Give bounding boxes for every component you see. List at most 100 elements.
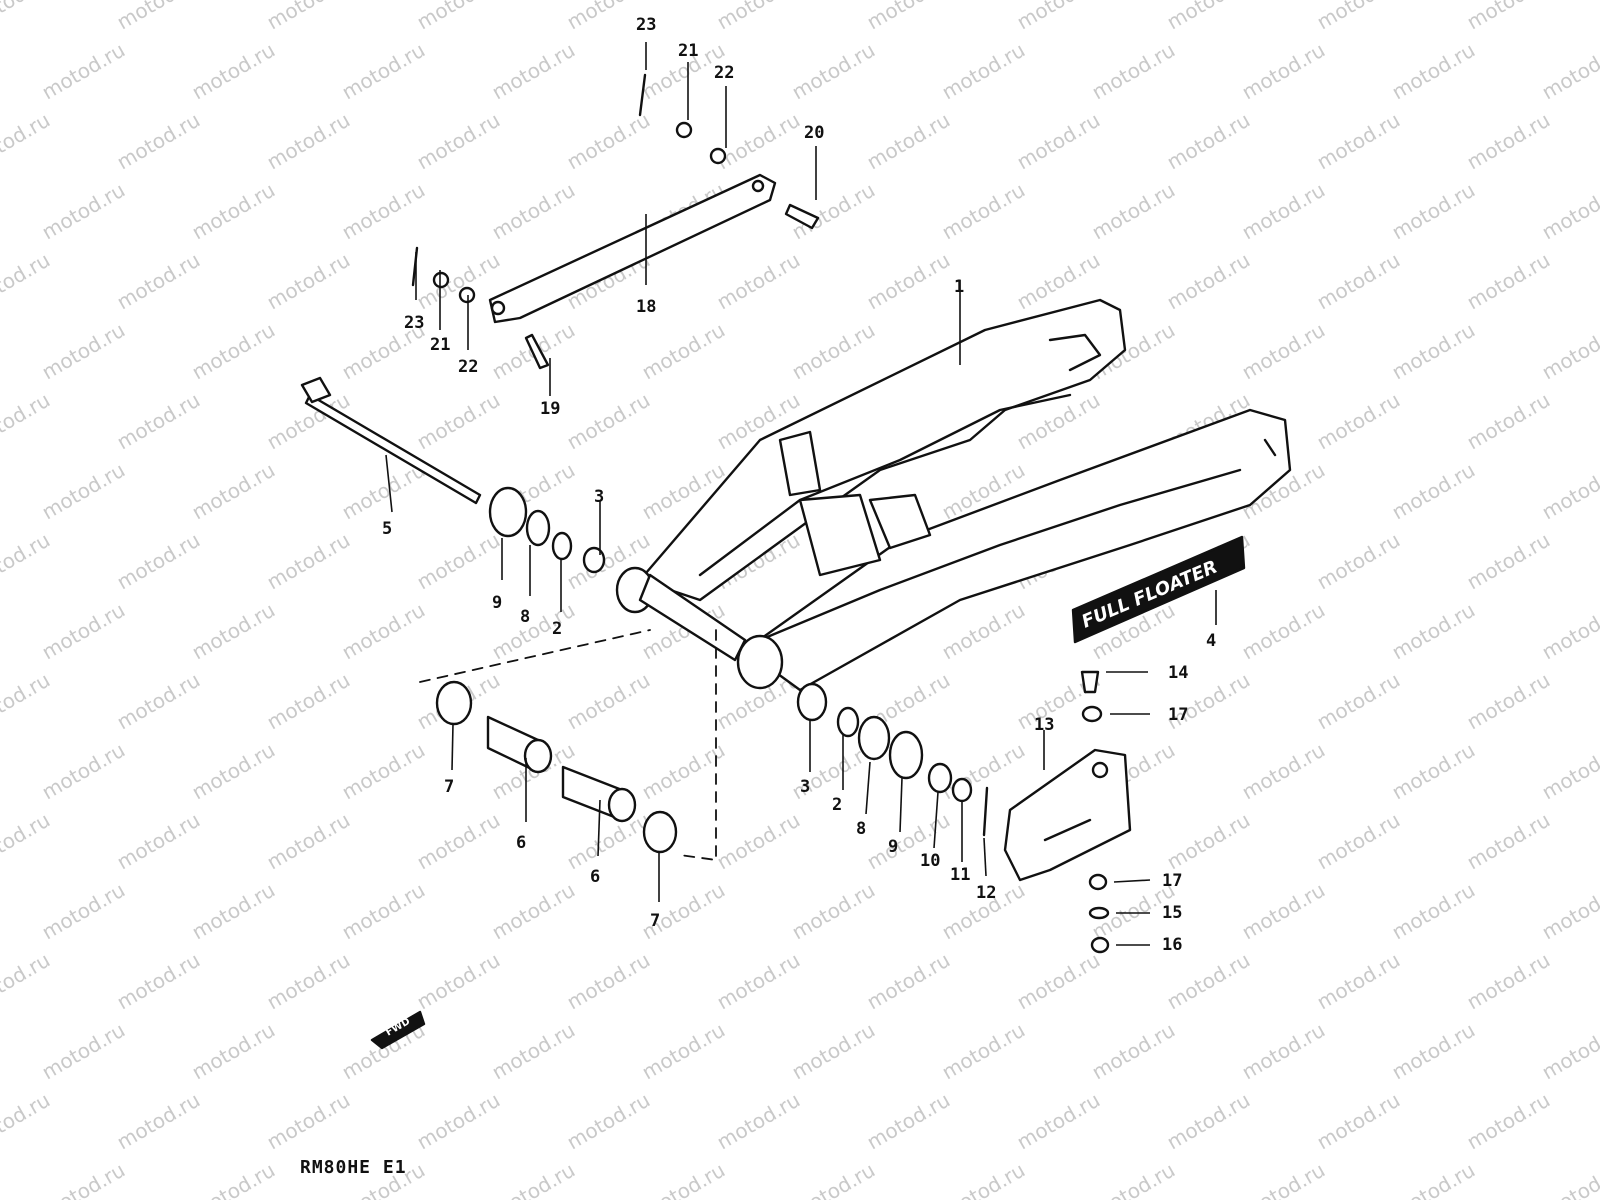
washer-8: [525, 509, 551, 547]
watermark-text: motod.ru: [488, 1158, 579, 1200]
diagram-caption: RM80HE E1: [300, 1157, 407, 1178]
nut-16: [1090, 936, 1110, 954]
washer-8b: [857, 715, 891, 761]
watermark-text: motod.ru: [1238, 1158, 1329, 1200]
watermark-text: motod.ru: [788, 878, 879, 945]
watermark-text: motod.ru: [0, 808, 54, 875]
watermark-text: motod.ru: [563, 668, 654, 735]
nut-21b: [432, 271, 450, 289]
watermark-text: motod.ru: [938, 1158, 1029, 1200]
cotter-pin-12: [982, 786, 989, 837]
watermark-text: motod.ru: [113, 388, 204, 455]
watermark-text: motod.ru: [713, 808, 804, 875]
callout-label: 14: [1168, 663, 1188, 683]
watermark-text: motod.ru: [188, 1158, 279, 1200]
watermark-text: motod.ru: [1538, 1018, 1600, 1085]
callout-label: 3: [594, 487, 604, 507]
watermark-text: motod.ru: [1463, 248, 1554, 315]
callout-label: 23: [636, 15, 656, 35]
watermark-text: motod.ru: [38, 178, 129, 245]
callout-label: 3: [800, 777, 810, 797]
watermark-text: motod.ru: [1538, 458, 1600, 525]
callout-label: 7: [650, 911, 660, 931]
watermark-text: motod.ru: [0, 1088, 54, 1155]
callout-label: 6: [516, 833, 526, 853]
watermark-text: motod.ru: [488, 878, 579, 945]
callout-label: 5: [382, 519, 392, 539]
fwd-arrow-icon: [370, 1010, 426, 1050]
callout-label: 17: [1168, 705, 1188, 725]
watermark-text: motod.ru: [1238, 1018, 1329, 1085]
watermark-text: motod.ru: [1388, 738, 1479, 805]
circlip-2: [551, 531, 573, 561]
watermark-text: motod.ru: [1463, 948, 1554, 1015]
callout-label: 8: [856, 819, 866, 839]
dust-seal-9b: [888, 730, 924, 780]
watermark-text: motod.ru: [1163, 948, 1254, 1015]
spacer-7b: [642, 810, 678, 854]
bolt-20: [784, 203, 820, 230]
watermark-text: motod.ru: [563, 388, 654, 455]
leader-lines: [385, 42, 1217, 946]
watermark-text: motod.ru: [1163, 808, 1254, 875]
watermark-text: motod.ru: [788, 318, 879, 385]
watermark-text: motod.ru: [1463, 528, 1554, 595]
callout-label: 6: [590, 867, 600, 887]
circlip-2b: [836, 706, 860, 738]
callout-label: 20: [804, 123, 824, 143]
pivot-bridge: [638, 573, 747, 662]
watermark-text: motod.ru: [0, 248, 54, 315]
callout-label: 22: [714, 63, 734, 83]
callout-label: 22: [458, 357, 478, 377]
watermark-text: motod.ru: [413, 108, 504, 175]
watermark-text: motod.ru: [38, 598, 129, 665]
watermark-text: motod.ru: [188, 598, 279, 665]
watermark-text: motod.ru: [188, 1018, 279, 1085]
callout-label: 7: [444, 777, 454, 797]
watermark-text: motod.ru: [1388, 1018, 1479, 1085]
watermark-text: motod.ru: [113, 808, 204, 875]
watermark-text: motod.ru: [188, 318, 279, 385]
watermark-text: motod.ru: [113, 108, 204, 175]
callout-label: 10: [920, 851, 940, 871]
watermark-text: motod.ru: [263, 948, 354, 1015]
watermark-text: motod.ru: [1163, 0, 1254, 34]
watermark-text: motod.ru: [1388, 458, 1479, 525]
callout-label: 8: [520, 607, 530, 627]
watermark-text: motod.ru: [1538, 38, 1600, 105]
dust-seal-9: [488, 486, 528, 538]
callout-label: 19: [540, 399, 560, 419]
chain-slider-13: [1003, 748, 1132, 882]
assembly-guide-lines: [419, 629, 717, 861]
watermark-text: motod.ru: [0, 528, 54, 595]
watermark-text: motod.ru: [1388, 318, 1479, 385]
watermark-text: motod.ru: [563, 948, 654, 1015]
watermark-text: motod.ru: [1463, 0, 1554, 34]
watermark-text: motod.ru: [113, 528, 204, 595]
watermark-text: motod.ru: [1313, 668, 1404, 735]
watermark-text: motod.ru: [863, 0, 954, 34]
watermark-text: motod.ru: [1313, 248, 1404, 315]
pivot-shaft-head: [300, 376, 332, 404]
watermark-text: motod.ru: [1538, 598, 1600, 665]
watermark-text: motod.ru: [38, 458, 129, 525]
watermark-text: motod.ru: [0, 0, 54, 34]
watermark-text: motod.ru: [413, 0, 504, 34]
callout-label: 13: [1034, 715, 1054, 735]
watermark-text: motod.ru: [1013, 1088, 1104, 1155]
watermark-text: motod.ru: [413, 528, 504, 595]
watermark-text: motod.ru: [338, 178, 429, 245]
callout-label: 12: [976, 883, 996, 903]
watermark-text: motod.ru: [413, 1088, 504, 1155]
washer-22a: [709, 147, 727, 165]
cross-member: [798, 493, 882, 577]
watermark-text: motod.ru: [938, 1018, 1029, 1085]
cotter-pin-23a: [638, 73, 647, 117]
watermark-text: motod.ru: [563, 108, 654, 175]
watermark-text: motod.ru: [1388, 598, 1479, 665]
nut-17b: [1088, 873, 1108, 891]
nut-21a: [675, 121, 693, 139]
swingarm-lower-arm: [743, 408, 1292, 692]
callout-label: 9: [888, 837, 898, 857]
